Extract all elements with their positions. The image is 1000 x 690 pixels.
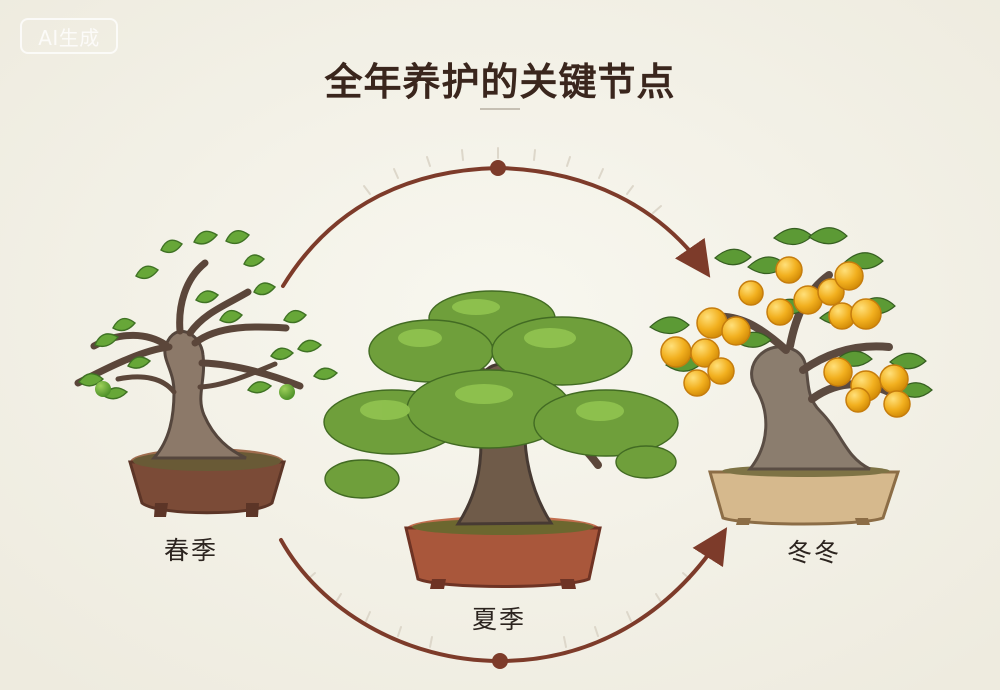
ai-generated-watermark: AI生成	[20, 18, 118, 54]
top-cycle-arrow-icon	[281, 165, 711, 288]
spring-label: 春季	[164, 536, 218, 565]
page-title: 全年养护的关键节点	[324, 59, 676, 104]
spring-bonsai-icon	[74, 229, 339, 517]
cycle-tick-marks	[307, 147, 691, 648]
winter-label: 冬冬	[787, 538, 841, 567]
summer-label: 夏季	[472, 605, 526, 634]
winter-bonsai-icon	[649, 227, 933, 526]
top-cycle-dot-icon	[490, 160, 506, 176]
title-divider	[480, 108, 520, 110]
bottom-cycle-dot-icon	[492, 653, 508, 669]
summer-bonsai-icon	[323, 290, 679, 589]
